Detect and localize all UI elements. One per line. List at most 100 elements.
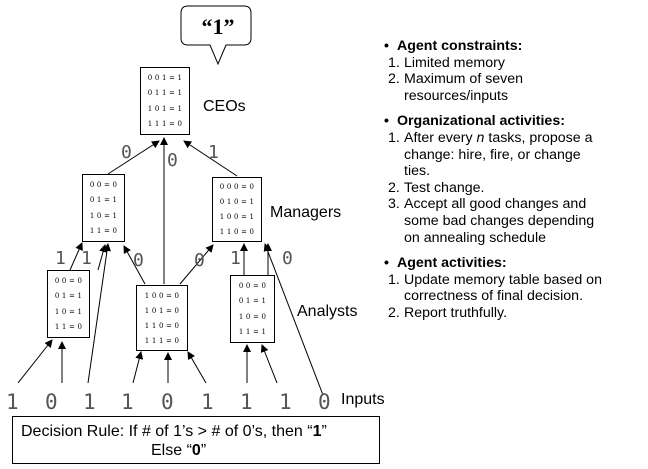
table-row: 1 1 = 0 <box>54 323 83 332</box>
level-label-ceos: CEOs <box>203 98 246 115</box>
input-value: 0 <box>45 390 58 414</box>
table-row: 0 0 0 = 0 <box>219 183 255 192</box>
input-value: 1 <box>279 390 292 414</box>
level-label-inputs: Inputs <box>341 391 385 408</box>
item-text: Limited memory <box>404 54 505 71</box>
table-row: 0 1 1 = 1 <box>147 89 183 98</box>
list-item: 1.Limited memory <box>384 55 646 72</box>
table-row: 1 0 1 = 0 <box>144 306 180 315</box>
table-row: 1 1 = 0 <box>89 227 118 236</box>
table-row: 0 0 = 0 <box>89 180 118 189</box>
table-row: 1 1 1 = 0 <box>147 120 183 129</box>
bullet-icon: • <box>384 38 389 54</box>
speech-value: 1 <box>212 14 224 39</box>
table-row: 1 0 1 = 1 <box>147 104 183 113</box>
section-title: Agent constraints: <box>397 38 523 54</box>
decision-rule-else-text: Else “ <box>151 442 192 459</box>
item-text-pre: After every <box>404 129 477 146</box>
item-text-continued: ties. <box>404 163 431 180</box>
table-row: 0 0 1 = 1 <box>147 73 183 82</box>
section-heading: • Agent activities: <box>384 255 646 272</box>
output-analyst-middle-to-left: 0 <box>133 250 144 271</box>
arrow-analyst-left-to-manager-left-b <box>97 244 107 271</box>
decision-rule-then-value: 1 <box>312 423 322 440</box>
item-number: 3. <box>388 196 400 213</box>
notes-panel: • Agent constraints: 1.Limited memory 2.M… <box>384 38 646 331</box>
item-text-continued: change: hire, fire, or change <box>404 146 581 163</box>
section-heading: • Agent constraints: <box>384 38 646 55</box>
item-text: Maximum of seven <box>404 71 524 88</box>
manager-left-memory-table: 0 0 = 0 0 1 = 1 1 0 = 1 1 1 = 0 <box>82 174 125 242</box>
output-manager-right: 1 <box>208 142 219 163</box>
arrow-manager-left-to-ceo <box>107 140 160 175</box>
output-analyst-left-b: 1 <box>81 248 92 269</box>
table-row: 1 0 0 = 1 <box>219 212 255 221</box>
arrow-analyst-middle-to-manager-right <box>179 244 214 285</box>
ceo-memory-table: 0 0 1 = 1 0 1 1 = 1 1 0 1 = 1 1 1 1 = 0 <box>140 67 190 135</box>
speech-bubble <box>180 5 252 66</box>
level-label-managers: Managers <box>270 204 342 221</box>
input-value: 1 <box>201 390 214 414</box>
speech-bubble-text: “1” <box>189 14 247 40</box>
table-row: 1 1 0 = 0 <box>219 227 255 236</box>
agent-constraints-section: • Agent constraints: 1.Limited memory 2.M… <box>384 38 646 104</box>
bullet-icon: • <box>384 255 389 272</box>
table-row: 0 1 = 1 <box>238 297 267 306</box>
output-analyst-right-a: 1 <box>230 248 241 269</box>
bullet-icon: • <box>384 113 389 130</box>
input-value: 1 <box>121 390 134 414</box>
table-row: 1 1 1 = 0 <box>144 336 180 345</box>
arrow-input-3 <box>87 243 111 384</box>
arrow-input-1 <box>17 339 53 384</box>
decision-rule-else-close: ” <box>200 442 207 459</box>
analyst-left-memory-table: 0 0 = 0 0 1 = 1 1 0 = 1 1 1 = 0 <box>47 270 90 338</box>
item-text-continued: correctness of final decision. <box>404 288 584 305</box>
list-item: 2.Report truthfully. <box>384 305 646 322</box>
decision-rule-box: Decision Rule: If # of 1’s > # of 0’s, t… <box>12 416 380 464</box>
table-row: 1 0 = 1 <box>54 307 83 316</box>
output-analyst-middle-to-right: 0 <box>194 250 205 271</box>
item-text: Accept all good changes and <box>404 196 587 213</box>
level-label-analysts: Analysts <box>297 303 358 320</box>
input-value: 0 <box>161 390 174 414</box>
item-number: 1. <box>388 54 400 71</box>
table-row: 1 1 = 1 <box>238 328 267 337</box>
section-title: Agent activities: <box>397 255 507 272</box>
arrow-input-4 <box>132 351 144 384</box>
decision-rule-text: Decision Rule: If # of 1’s > # of 0’s, t… <box>21 423 313 440</box>
list-item: 2.Test change. <box>384 180 646 197</box>
decision-rule-line-1: Decision Rule: If # of 1’s > # of 0’s, t… <box>21 423 327 441</box>
arrow-input-9 <box>263 243 324 396</box>
item-text: Update memory table based on <box>404 271 602 288</box>
table-row: 1 0 = 1 <box>89 211 118 220</box>
output-analyst-middle-to-ceo: 0 <box>167 150 178 171</box>
output-analyst-left-a: 1 <box>55 248 66 269</box>
item-text-continued: some bad changes depending <box>404 212 595 229</box>
table-row: 0 1 = 1 <box>54 292 83 301</box>
decision-rule-line-2: Else “0” <box>151 442 206 460</box>
output-manager-left: 0 <box>121 142 132 163</box>
table-row: 0 0 = 0 <box>238 281 267 290</box>
table-row: 0 0 = 0 <box>54 276 83 285</box>
item-text: After every n tasks, propose a <box>404 130 646 147</box>
item-text: Test change. <box>404 179 485 196</box>
output-analyst-right-b: 0 <box>282 248 293 269</box>
speech-close-quote: ” <box>223 14 235 39</box>
analyst-right-memory-table: 0 0 = 0 0 1 = 1 1 0 = 0 1 1 = 1 <box>230 275 275 343</box>
item-text-continued: resources/inputs <box>404 87 509 104</box>
item-number: 2. <box>388 71 400 88</box>
speech-open-quote: “ <box>201 14 213 39</box>
decision-rule-then-close: ” <box>321 423 327 440</box>
item-text-emphasis: n <box>476 129 485 146</box>
item-text-post: tasks, propose a <box>484 129 593 146</box>
input-value: 1 <box>240 390 253 414</box>
item-text: Report truthfully. <box>404 304 508 321</box>
manager-right-memory-table: 0 0 0 = 0 0 1 0 = 1 1 0 0 = 1 1 1 0 = 0 <box>212 177 262 242</box>
section-heading: •Organizational activities: <box>384 113 646 130</box>
table-row: 1 0 0 = 0 <box>144 291 180 300</box>
